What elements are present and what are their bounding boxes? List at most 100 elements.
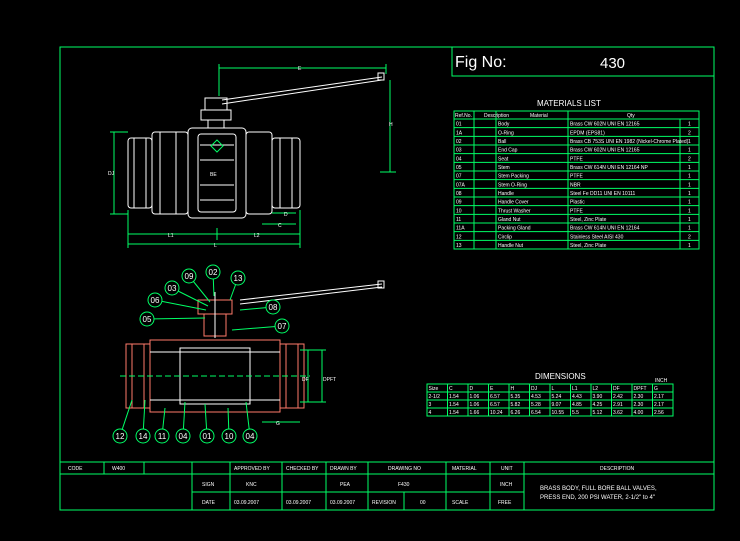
part-balloon <box>199 428 215 444</box>
balloon-label: 07 <box>278 322 287 331</box>
dimension-header: L2 <box>593 386 599 392</box>
dimension-cell: 4.00 <box>634 410 644 416</box>
scale-label: SCALE <box>452 500 469 506</box>
material-cell: 2 <box>688 156 691 162</box>
dimension-cell: 1.06 <box>470 394 480 400</box>
mat-header-ref: Ref.No. <box>455 113 472 119</box>
dimension-cell: 1.54 <box>449 402 459 408</box>
material-cell: Brass CW 602N UNI EN 12165 <box>570 122 640 128</box>
material-cell: Handle <box>498 191 514 197</box>
balloon-label: 14 <box>139 432 148 441</box>
material-cell: 04 <box>456 156 462 162</box>
balloon-label: 10 <box>225 432 234 441</box>
dimension-cell: 6.57 <box>490 394 500 400</box>
drawing-no-label: DRAWING NO <box>388 466 421 472</box>
handle-lever <box>221 76 383 101</box>
material-cell: 1 <box>688 165 691 171</box>
sign-label: SIGN <box>202 482 215 488</box>
fig-number-box: Fig No: 430 <box>451 46 715 77</box>
title-block: CODE W400 APPROVED BY CHECKED BY DRAWN B… <box>59 461 715 511</box>
dimension-header: H <box>511 386 515 392</box>
approved-sign: KNC <box>246 482 257 488</box>
dimension-cell: 2.56 <box>654 410 664 416</box>
dimension-header: C <box>449 386 453 392</box>
material-cell: 1A <box>456 130 463 136</box>
part-balloon <box>175 428 191 444</box>
part-balloon <box>154 428 170 444</box>
part-balloon <box>135 428 151 444</box>
valve-elevation-view: BE E H DJ D C L1 L2 L <box>108 64 396 249</box>
part-balloon <box>139 311 155 327</box>
dimension-header: G <box>654 386 658 392</box>
dimension-cell: 4.25 <box>593 402 603 408</box>
label-l: L <box>214 243 217 249</box>
dimension-cell: 2.17 <box>654 402 664 408</box>
part-balloon <box>242 428 258 444</box>
checked-by-label: CHECKED BY <box>286 466 319 472</box>
right-press-end <box>271 137 301 209</box>
material-cell: Steel, Zinc Plate <box>570 217 607 223</box>
dimension-cell: 2.91 <box>613 402 623 408</box>
section-handle <box>239 283 383 301</box>
dimension-cell: 1.54 <box>449 394 459 400</box>
unit-label: UNIT <box>501 466 513 472</box>
material-cell: 11A <box>456 226 465 232</box>
drawn-by-label: DRAWN BY <box>330 466 357 472</box>
material-cell: 1 <box>688 200 691 206</box>
dimension-cell: 1.06 <box>470 402 480 408</box>
label-h: H <box>389 122 393 128</box>
material-cell: Handle Cover <box>498 200 529 206</box>
balloon-leader <box>146 317 206 320</box>
balloon-label: 01 <box>203 432 212 441</box>
revision-label: REVISION <box>372 500 396 506</box>
material-cell: Steel, Zinc Plate <box>570 243 607 249</box>
material-cell: Stem O-Ring <box>498 182 527 188</box>
material-cell: 1 <box>688 174 691 180</box>
dimension-cell: 6.26 <box>511 410 521 416</box>
drawn-sign: PEA <box>340 482 351 488</box>
label-c: C <box>278 223 282 229</box>
dimension-cell: 2-1/2 <box>429 394 441 400</box>
material-cell: 10 <box>456 208 462 214</box>
label-dj: DJ <box>108 171 115 177</box>
material-cell: 1 <box>688 122 691 128</box>
dimension-cell: 10.55 <box>552 410 565 416</box>
material-cell: Steel Fe DD11 UNI EN 10111 <box>570 191 636 197</box>
dimension-cell: 4.53 <box>531 394 541 400</box>
part-balloon <box>205 264 221 280</box>
label-l2: L2 <box>254 233 260 239</box>
balloon-leader <box>154 299 207 311</box>
code-value: W400 <box>112 466 125 472</box>
date-drawn: 03.09.2007 <box>330 500 355 506</box>
material-cell: Circlip <box>498 234 512 240</box>
label-e: E <box>298 66 302 72</box>
part-balloon <box>112 428 128 444</box>
material-cell: PTFE <box>570 208 583 214</box>
material-cell: 08 <box>456 191 462 197</box>
material-cell: 13 <box>456 243 462 249</box>
dimension-cell: 5.24 <box>552 394 562 400</box>
mat-header-description: Description <box>484 113 509 119</box>
material-cell: Handle Nut <box>498 243 524 249</box>
fig-number: 430 <box>600 55 625 72</box>
balloon-label: 06 <box>151 296 160 305</box>
material-cell: 07A <box>456 182 466 188</box>
material-cell: Stem <box>498 165 510 171</box>
balloon-label: 04 <box>179 432 188 441</box>
dimension-header: Size <box>429 386 439 392</box>
material-cell: Thrust Washer <box>498 208 531 214</box>
dimension-cell: 1.66 <box>470 410 480 416</box>
material-cell: EPDM (EPS81) <box>570 130 605 136</box>
date-approved: 03.09.2007 <box>234 500 259 506</box>
material-cell: 1 <box>688 226 691 232</box>
balloon-label: 08 <box>269 303 278 312</box>
dimension-header: DPFT <box>634 386 647 392</box>
dimension-cell: 6.57 <box>490 402 500 408</box>
balloon-label: 03 <box>168 284 177 293</box>
balloon-label: 05 <box>143 315 152 324</box>
material-cell: Gland Nut <box>498 217 521 223</box>
balloon-leader <box>231 325 283 331</box>
dimension-cell: 4 <box>429 410 432 416</box>
